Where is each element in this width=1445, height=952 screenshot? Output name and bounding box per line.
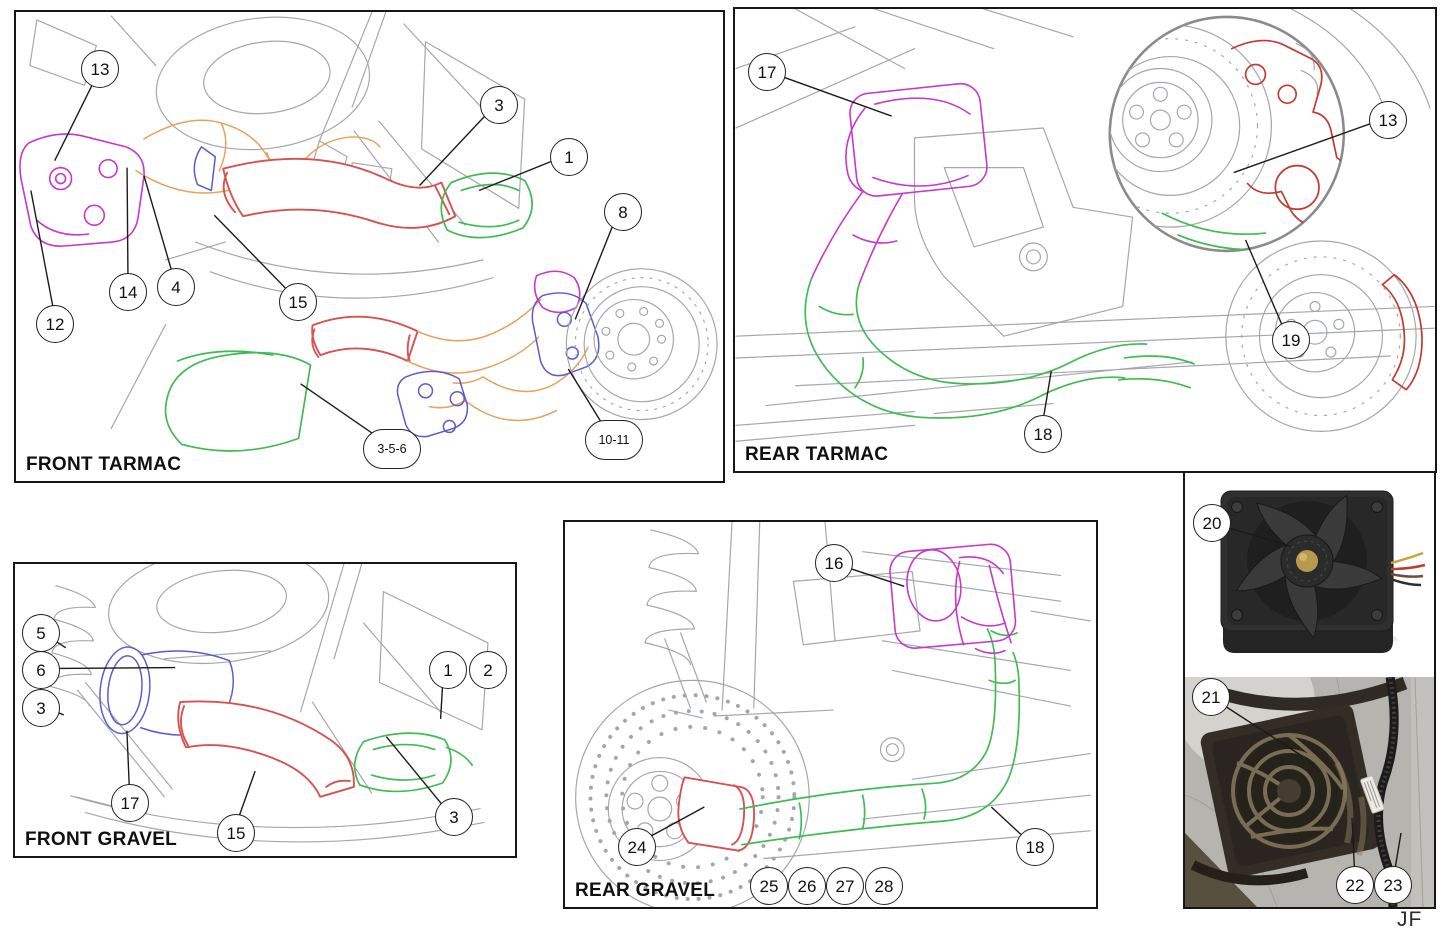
duct-green-rear-gravel <box>739 628 1021 846</box>
callout-22: 22 <box>1336 866 1374 904</box>
panel-title-front-tarmac: FRONT TARMAC <box>26 454 182 475</box>
callout-19: 19 <box>1272 321 1310 359</box>
panel-title-rear-tarmac: REAR TARMAC <box>745 444 889 465</box>
callout-24: 24 <box>618 828 656 866</box>
leader-lines <box>30 68 620 446</box>
hose-red-main <box>222 157 457 229</box>
wiring-loom <box>1360 677 1399 907</box>
callout-17: 17 <box>111 784 149 822</box>
callout-6: 6 <box>22 651 60 689</box>
callout-1: 1 <box>550 138 588 176</box>
author-initials: JF <box>1397 908 1423 931</box>
callout-10-11: 10-11 <box>585 420 643 460</box>
callout-12: 12 <box>36 305 74 343</box>
callout-15: 15 <box>217 814 255 852</box>
duct-green-front-gravel <box>353 732 474 793</box>
magnifier-inset <box>1108 15 1346 253</box>
callout-14: 14 <box>109 273 147 311</box>
callout-5: 5 <box>22 614 60 652</box>
callout-25: 25 <box>750 867 788 905</box>
hose-red-stub <box>677 776 755 852</box>
callout-17: 17 <box>748 53 786 91</box>
duct-green-rear <box>804 277 1195 419</box>
rear-tarmac-illustration <box>735 9 1435 442</box>
chassis-lineart <box>735 9 1435 442</box>
chassis-lineart <box>49 564 489 843</box>
callout-28: 28 <box>865 867 903 905</box>
callout-13: 13 <box>1369 101 1407 139</box>
chassis-lineart <box>29 12 526 430</box>
callout-23: 23 <box>1374 866 1412 904</box>
brake-disc-front <box>565 268 718 421</box>
callout-18: 18 <box>1016 828 1054 866</box>
duct-magenta-rear <box>810 82 988 286</box>
panel-front-gravel: 5 6 3 1 2 17 15 3 FRONT GRAVEL <box>13 562 517 858</box>
callout-18: 18 <box>1024 415 1062 453</box>
panel-title-rear-gravel: REAR GRAVEL <box>575 880 716 901</box>
panel-front-tarmac: 13 3 1 8 12 14 4 15 3-5-6 10-11 FRONT TA… <box>14 10 725 483</box>
fender-green-lower <box>164 350 312 452</box>
fan-wires <box>1390 551 1426 587</box>
fan-mount-holes <box>1231 501 1383 621</box>
rear-gravel-illustration <box>575 522 1091 907</box>
front-gravel-illustration <box>41 564 489 843</box>
fan-installed-photo <box>1185 677 1434 907</box>
bracket-blue-small <box>193 146 217 192</box>
callout-16: 16 <box>815 544 853 582</box>
caliper-red-rear <box>1381 273 1423 391</box>
callout-3: 3 <box>480 86 518 124</box>
panel-title-front-gravel: FRONT GRAVEL <box>25 829 178 850</box>
callout-3: 3 <box>22 689 60 727</box>
callout-3-right: 3 <box>435 798 473 836</box>
fan-product-photo <box>1220 490 1426 653</box>
cable-label <box>1360 775 1385 814</box>
hose-red-lower <box>311 315 419 362</box>
panel-rear-tarmac: 17 13 19 18 REAR TARMAC <box>733 7 1437 473</box>
duct-magenta-rear-gravel <box>889 543 1017 654</box>
callout-15: 15 <box>279 283 317 321</box>
caliper-red-inset <box>1230 39 1344 227</box>
callout-27: 27 <box>826 867 864 905</box>
callout-1: 1 <box>429 651 467 689</box>
callout-3-5-6: 3-5-6 <box>363 429 421 469</box>
callout-13: 13 <box>81 50 119 88</box>
panel-rear-gravel: 16 24 18 25 26 27 28 REAR GRAVEL <box>563 520 1098 909</box>
duct-magenta-lower <box>533 270 581 314</box>
callout-26: 26 <box>788 867 826 905</box>
panel-fan-photos: 20 21 22 23 <box>1183 471 1436 909</box>
brake-disc-rear <box>1225 186 1417 432</box>
callout-8: 8 <box>604 193 642 231</box>
callout-20: 20 <box>1193 504 1231 542</box>
bracket-blue-lower <box>396 370 469 438</box>
callout-21: 21 <box>1192 678 1230 716</box>
callout-4: 4 <box>157 268 195 306</box>
front-tarmac-illustration <box>19 12 718 452</box>
hose-red-front-gravel <box>177 700 355 798</box>
caliper-blue-lower <box>531 292 600 377</box>
duct-adapter-magenta <box>19 133 145 247</box>
callout-2: 2 <box>469 651 507 689</box>
duct-orange-lower <box>406 298 589 422</box>
